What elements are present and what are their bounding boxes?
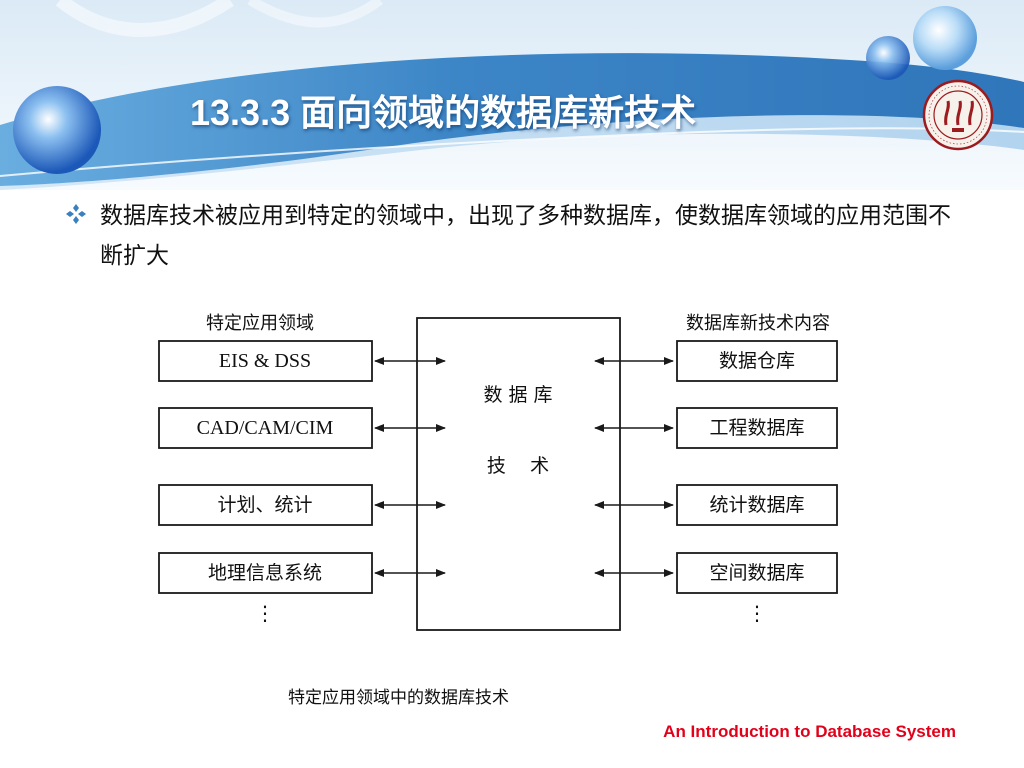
right-box-frame xyxy=(676,340,838,382)
right-box-label: 工程数据库 xyxy=(709,417,804,439)
right-ellipsis: ⋮ xyxy=(747,601,767,625)
right-box-label: 统计数据库 xyxy=(709,494,804,516)
right-box-frame xyxy=(676,407,838,449)
right-box-frame xyxy=(676,484,838,526)
database-technology-box xyxy=(416,317,621,631)
center-label-line1: 数 据 库 xyxy=(483,384,552,406)
left-box-frame xyxy=(158,484,373,526)
left-box-frame xyxy=(158,340,373,382)
left-box-label: 地理信息系统 xyxy=(208,562,322,584)
left-box-label: EIS & DSS xyxy=(219,350,311,372)
bullet-text: 数据库技术被应用到特定的领域中，出现了多种数据库，使数据库领域的应用范围不断扩大 xyxy=(100,203,951,269)
right-box-label: 数据仓库 xyxy=(719,350,795,372)
center-label-line2: 技 术 xyxy=(487,455,549,477)
left-box-label: 计划、统计 xyxy=(217,494,312,516)
left-ellipsis: ⋮ xyxy=(255,601,275,625)
left-box-label: CAD/CAM/CIM xyxy=(197,417,334,439)
university-seal-logo xyxy=(922,79,994,151)
diamond-bullet-icon xyxy=(66,204,86,224)
figure-caption: 特定应用领域中的数据库技术 xyxy=(288,688,509,708)
right-box-frame xyxy=(676,552,838,594)
slide-title: 13.3.3 面向领域的数据库新技术 xyxy=(190,92,697,133)
left-box-frame xyxy=(158,552,373,594)
right-column-header: 数据库新技术内容 xyxy=(686,313,830,334)
left-column-header: 特定应用领域 xyxy=(206,313,314,334)
right-box-label: 空间数据库 xyxy=(709,562,804,584)
domain-database-diagram: 特定应用领域 数据库新技术内容 数 据 库 技 术 EIS & DSS CAD/… xyxy=(158,313,838,631)
left-box-frame xyxy=(158,407,373,449)
header-band xyxy=(0,0,1024,190)
footer-course-title: An Introduction to Database System xyxy=(663,722,956,741)
